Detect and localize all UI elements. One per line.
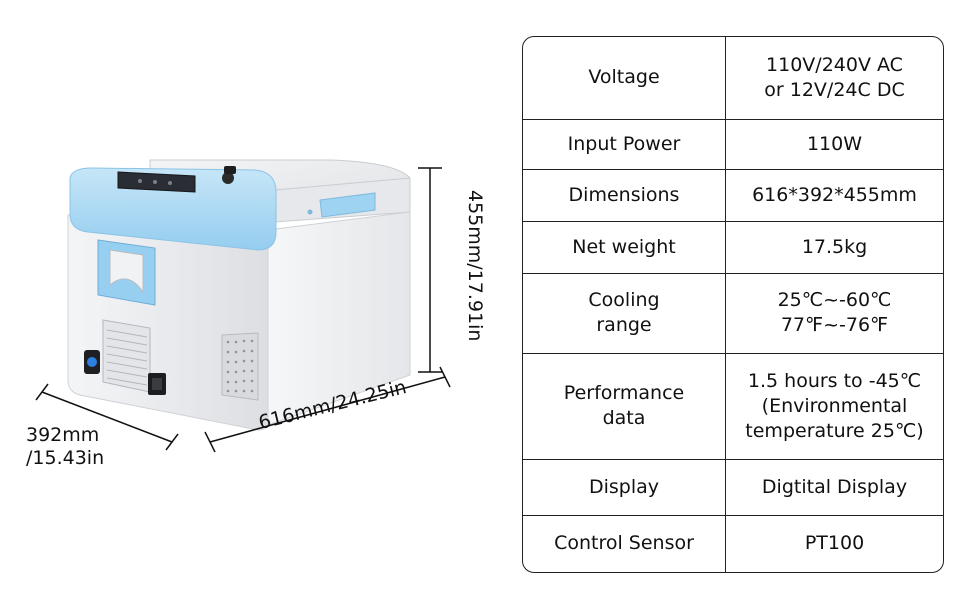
- spec-table-grid: Voltage 110V/240V AC or 12V/24C DC Input…: [523, 37, 943, 572]
- length-dimension-line: [204, 366, 451, 453]
- table-row: Performance data 1.5 hours to -45℃ (Envi…: [523, 353, 943, 460]
- table-row: Control Sensor PT100: [523, 515, 943, 572]
- control-panel: [117, 171, 196, 193]
- height-dimension-label: 455mm/17.91in: [464, 190, 486, 342]
- freezer-image: [35, 159, 451, 453]
- product-illustration: 455mm/17.91in 616mm/24.25in 392mm /15.43…: [26, 159, 489, 469]
- spec-label: Control Sensor: [523, 515, 726, 572]
- spec-value: 110W: [725, 119, 943, 170]
- table-row: Net weight 17.5kg: [523, 221, 943, 274]
- front-vent-grille: [102, 319, 151, 393]
- spec-label: Cooling range: [523, 273, 726, 354]
- spec-value: 25℃~-60℃ 77℉~-76℉: [725, 273, 943, 354]
- spec-value: 616*392*455mm: [725, 169, 943, 222]
- spec-label: Dimensions: [523, 169, 726, 222]
- power-socket-icon: [148, 373, 166, 395]
- depth-dimension-line: [35, 383, 179, 451]
- table-row: Input Power 110W: [523, 119, 943, 170]
- spec-value: 1.5 hours to -45℃ (Environmental tempera…: [725, 353, 943, 460]
- side-vent-grille: [221, 332, 259, 401]
- key-lock-icon: [222, 166, 236, 184]
- spec-label: Performance data: [523, 353, 726, 460]
- spec-value: PT100: [804, 532, 865, 555]
- spec-value: Digtital Display: [725, 459, 943, 516]
- depth-dimension-label: 392mm /15.43in: [26, 424, 105, 469]
- table-row: Cooling range 25℃~-60℃ 77℉~-76℉: [523, 273, 943, 354]
- spec-value: 17.5kg: [725, 221, 943, 274]
- table-row: Voltage 110V/240V AC or 12V/24C DC: [523, 37, 943, 120]
- spec-label: Input Power: [523, 119, 726, 170]
- front-handle: [97, 239, 156, 306]
- height-label-wrap: 455mm/17.91in: [464, 190, 489, 360]
- table-row: Display Digtital Display: [523, 459, 943, 516]
- spec-value: 110V/240V AC or 12V/24C DC: [725, 37, 943, 120]
- power-switch-icon: [84, 350, 100, 374]
- spec-table: Voltage 110V/240V AC or 12V/24C DC Input…: [522, 36, 944, 573]
- height-dimension-line: [418, 167, 442, 373]
- spec-label: Net weight: [523, 221, 726, 274]
- spec-label: Display: [523, 459, 726, 516]
- spec-label: Voltage: [523, 37, 726, 120]
- table-row: Dimensions 616*392*455mm: [523, 169, 943, 222]
